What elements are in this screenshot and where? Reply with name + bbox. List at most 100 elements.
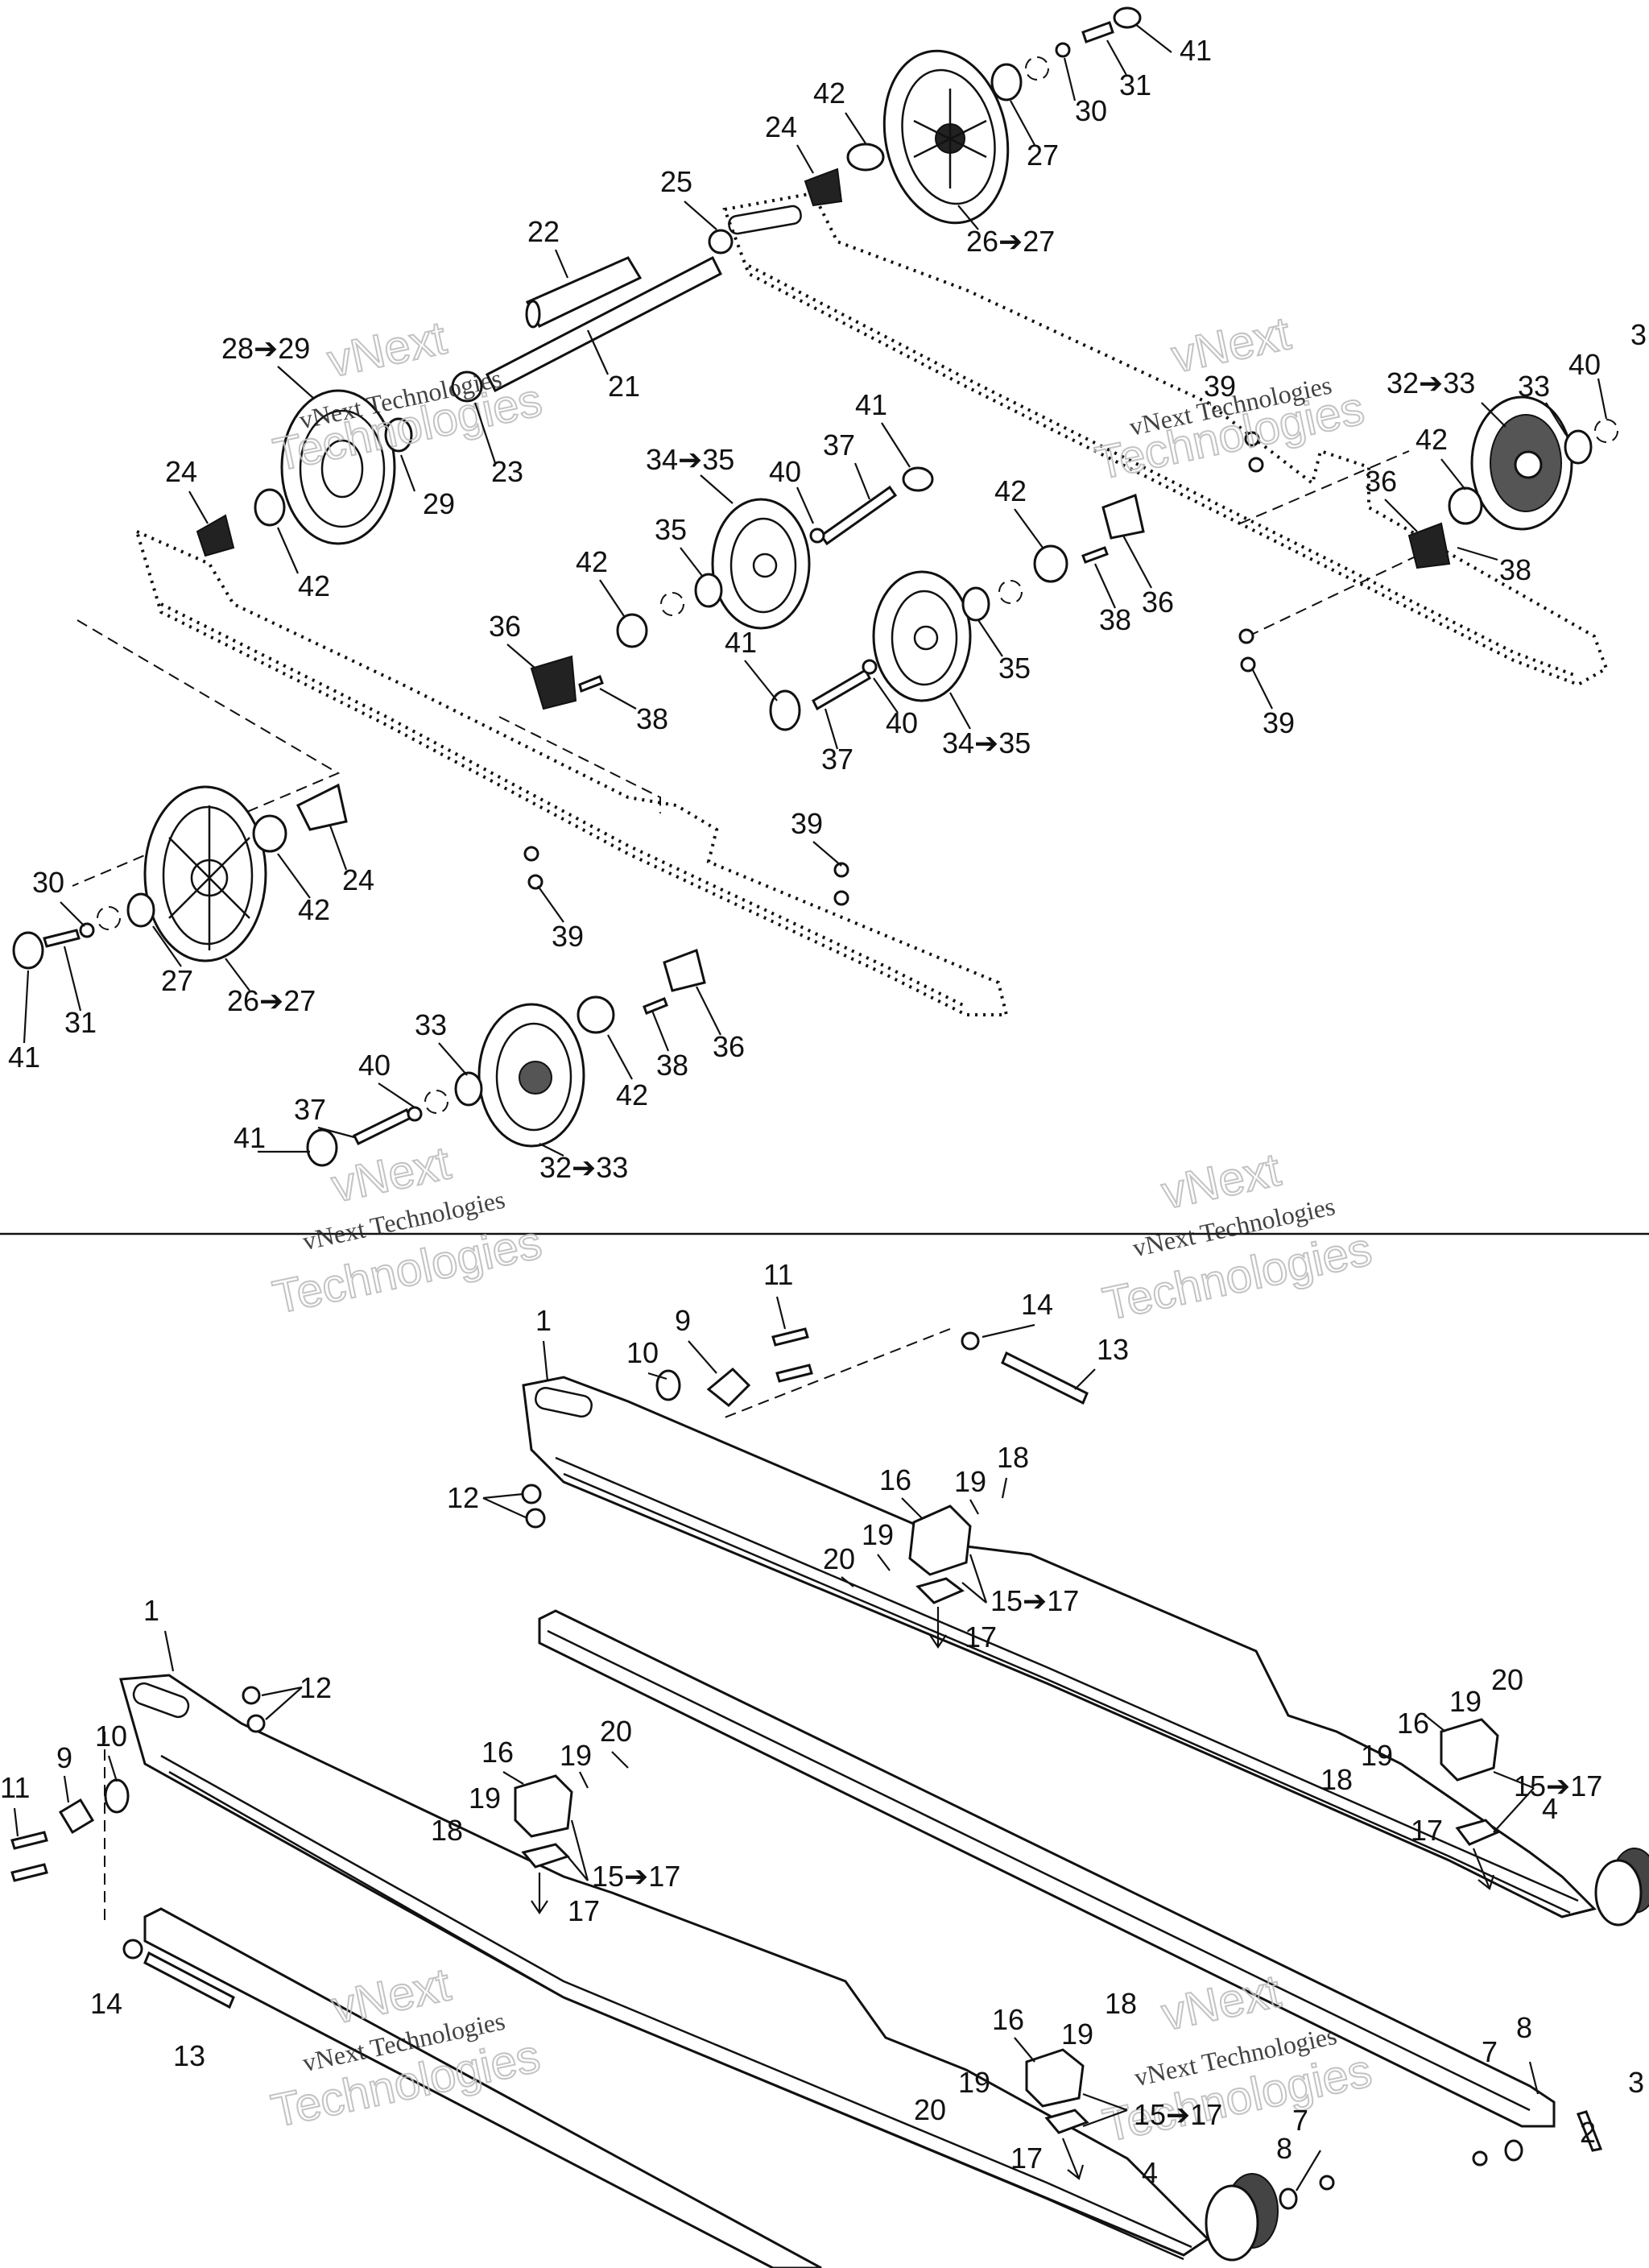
washer-8-b (1279, 2187, 1298, 2210)
bolt-11-b (775, 1364, 813, 1383)
washer-30-left (79, 922, 95, 938)
bolt-3 (1576, 2110, 1603, 2152)
bolt-13-b (143, 1951, 235, 2009)
callout: 40 (886, 706, 918, 739)
callout: 31 (1119, 68, 1151, 101)
callout: 19 (1449, 1685, 1482, 1718)
callout: 35 (655, 513, 687, 546)
callout: 18 (997, 1441, 1029, 1474)
circlip-right (1594, 419, 1618, 443)
callout: 4 (1542, 1792, 1558, 1825)
callout: 4 (1142, 2156, 1158, 2189)
cap-41b (902, 466, 934, 492)
callout: 1 (535, 1304, 552, 1337)
callout: 3 (1630, 318, 1647, 351)
callout: 32➔33 (539, 1151, 628, 1184)
bearing-33-lower (454, 1071, 483, 1107)
callout: 10 (626, 1336, 659, 1369)
callout: 16 (1397, 1707, 1429, 1740)
callout: 31 (64, 1006, 97, 1039)
block-24-lower (295, 783, 348, 831)
callout: 26➔27 (966, 225, 1055, 258)
callout: 28➔29 (221, 332, 310, 365)
slider-16-b (514, 1774, 573, 1838)
callout: 39 (552, 920, 584, 953)
callout: 22 (527, 215, 560, 248)
callout: 32➔33 (1387, 366, 1475, 399)
callout: 42 (1415, 423, 1448, 456)
nut-39h (833, 890, 849, 906)
washer-8-a (1504, 2139, 1523, 2162)
bolt-38d (643, 997, 668, 1015)
nut-14-b (122, 1939, 143, 1960)
callout: 40 (358, 1049, 391, 1082)
bolt-37b (812, 668, 871, 711)
bracket-9-b (58, 1798, 95, 1835)
nut-12-c (242, 1686, 261, 1705)
callout: 10 (95, 1720, 127, 1753)
bearing-29 (384, 417, 413, 453)
bolt-37c (352, 1107, 413, 1146)
nut-39d (1240, 656, 1256, 673)
nut-7-a (1472, 2150, 1488, 2167)
nut-39g (833, 862, 849, 878)
callout: 19 (1361, 1739, 1393, 1772)
callout: 23 (491, 455, 523, 488)
nut-39b (1248, 457, 1264, 473)
callout: 39 (791, 807, 823, 840)
callout: 38 (656, 1049, 688, 1082)
callout: 41 (855, 388, 887, 421)
callout: 41 (1180, 34, 1212, 67)
callout-labels: 41 31 30 27 42 24 25 26➔27 22 21 23 28➔2… (0, 34, 1647, 2189)
callout: 19 (958, 2066, 990, 2099)
callout: 38 (636, 702, 668, 735)
nut-39e (523, 846, 539, 862)
wheel-34-center (711, 498, 811, 630)
callout: 16 (481, 1736, 514, 1769)
callout: 36 (713, 1030, 745, 1063)
callout: 35 (998, 652, 1031, 685)
wheel-26-top (882, 49, 1010, 225)
callout: 39 (1263, 706, 1295, 739)
callout: 19 (954, 1465, 986, 1498)
bolt-31-top (1081, 21, 1114, 43)
wheel-34-second (872, 570, 972, 702)
lower-assembly (10, 1327, 1649, 2268)
plate-10-b (104, 1778, 130, 1814)
callout: 24 (765, 110, 797, 143)
callout: 21 (608, 370, 640, 403)
callout: 42 (298, 569, 330, 602)
spacer-42-top (846, 143, 885, 172)
callout: 42 (616, 1078, 648, 1111)
bolt-13-a (1001, 1351, 1089, 1405)
spacer-42-left (254, 488, 286, 527)
arrow-a (929, 1607, 947, 1649)
callout: 40 (1568, 348, 1601, 381)
callout: 33 (415, 1008, 447, 1041)
callout: 38 (1499, 553, 1531, 586)
callout: 33 (1518, 370, 1550, 403)
washer-40b (862, 659, 878, 675)
callout: 20 (1491, 1663, 1523, 1696)
wheel-26-left (143, 785, 267, 962)
callout: 15➔17 (1134, 2098, 1222, 2131)
callout: 41 (8, 1041, 40, 1074)
callout: 19 (560, 1739, 592, 1772)
circlip-lower (424, 1090, 448, 1114)
callout: 11 (0, 1771, 30, 1804)
callout: 27 (1027, 139, 1059, 172)
callout: 17 (1010, 2142, 1043, 2175)
callout: 11 (763, 1258, 793, 1291)
callout: 9 (56, 1741, 72, 1774)
spacer-42-second (1033, 544, 1068, 583)
callout: 2 (1580, 2116, 1596, 2149)
callout: 15➔17 (592, 1860, 680, 1893)
callout: 12 (300, 1671, 332, 1704)
callout: 19 (1061, 2018, 1093, 2051)
callout: 14 (90, 1987, 122, 2020)
callout: 17 (568, 1894, 600, 1927)
bearing-35b (961, 586, 990, 622)
nut-12-a (521, 1484, 542, 1504)
bearing-33-right (1564, 429, 1593, 465)
